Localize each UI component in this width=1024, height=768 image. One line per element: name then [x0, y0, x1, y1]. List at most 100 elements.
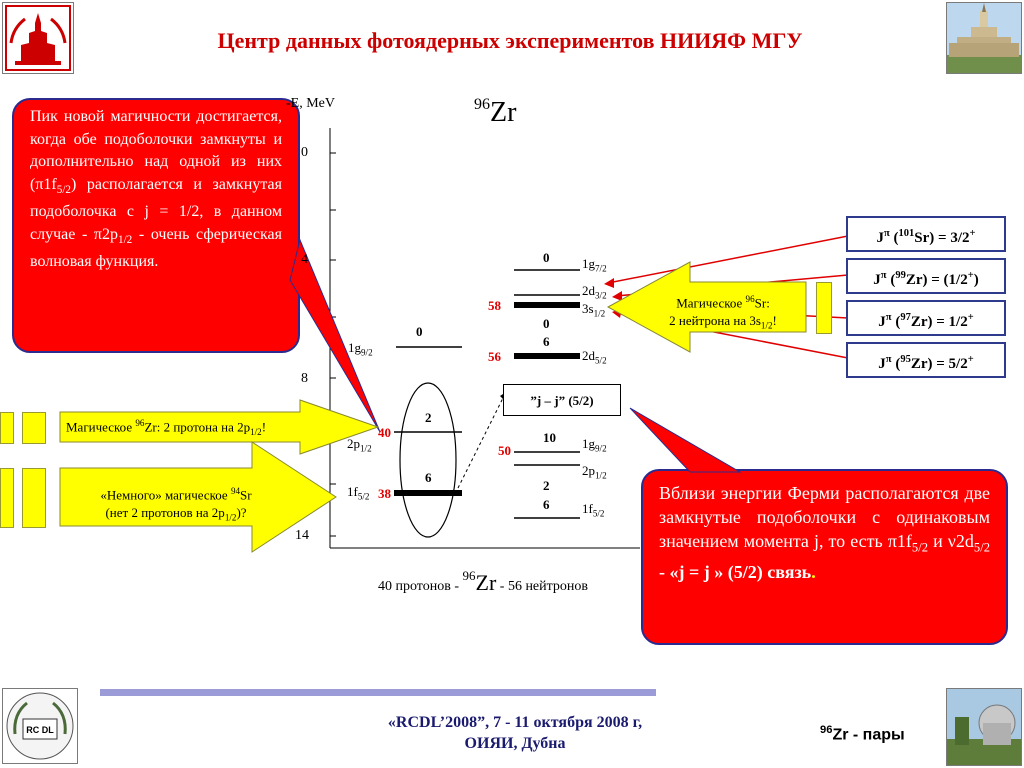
- proton-occupancy: 6: [425, 470, 432, 485]
- spin-text: ) = (1/2: [922, 272, 968, 288]
- right-note-text: Вблизи энергии Ферми располагаются две з…: [659, 483, 990, 551]
- right-note-text: .: [811, 561, 816, 582]
- neutron-level-label: 2d5/2: [582, 348, 607, 366]
- tick-label: 0: [301, 145, 308, 160]
- proton-level-label: 2p1/2: [347, 436, 372, 454]
- neutron-level-label: 2d3/2: [582, 283, 607, 301]
- left-note-text: 2p: [101, 225, 118, 243]
- proton-level-label: 1g9/2: [348, 340, 373, 358]
- arrow-text: !: [772, 313, 777, 329]
- right-note-text: 1f: [896, 531, 912, 551]
- proton-level-label: 1f5/2: [347, 484, 369, 502]
- level-sub: 9/2: [361, 347, 373, 358]
- spin-sup: +: [969, 228, 976, 239]
- nucleus-symbol: Zr: [490, 97, 517, 128]
- level-sub: 1/2: [595, 470, 607, 481]
- sr-arrow-shape: [606, 261, 807, 353]
- nucleus-symbol: Zr: [475, 570, 497, 595]
- tick-label: 8: [301, 371, 308, 386]
- proton-occupancy: 2: [425, 410, 432, 425]
- yellow-stripe: [816, 282, 832, 334]
- spin-text: (: [891, 314, 901, 330]
- spin-text: Zr: [910, 314, 928, 330]
- neutron-occupancy: 0: [543, 250, 550, 265]
- slide-tag-sup: 96: [820, 724, 833, 736]
- slide-tag: 96Zr - пары: [820, 724, 905, 744]
- spin-box-99zr: Jπ (99Zr) = (1/2+): [846, 258, 1006, 294]
- right-note-text: и: [928, 531, 948, 551]
- arrow-text: Магическое: [66, 419, 136, 435]
- msu-building-photo: [946, 2, 1022, 74]
- spin-sup: 101: [898, 228, 915, 239]
- spin-text: ): [973, 272, 979, 288]
- level-name: 1g: [582, 256, 595, 271]
- right-explanation-box: Вблизи энергии Ферми располагаются две з…: [641, 469, 1008, 645]
- spin-text: (: [891, 356, 901, 372]
- msu-logo: [2, 2, 74, 74]
- arrow-text: )?: [236, 505, 247, 521]
- pi-symbol: π: [35, 175, 44, 193]
- right-note-text: 2d: [955, 531, 974, 551]
- left-note-text: 1f: [43, 175, 57, 193]
- level-sub: 3/2: [595, 290, 607, 301]
- x-axis-label: 40 протонов - 96Zr - 56 нейтронов: [378, 568, 588, 596]
- rcdl-logo: RC DL: [2, 688, 78, 764]
- arrow-text: Sr:: [754, 295, 770, 311]
- zr-arrow-shape: [59, 399, 380, 455]
- level-sub: 7/2: [595, 263, 607, 274]
- spin-text: (: [889, 230, 899, 246]
- slide-tag-text: Zr - пары: [832, 726, 905, 744]
- spin-text: Sr: [914, 230, 930, 246]
- spin-box-97zr: Jπ (97Zr) = 1/2+: [846, 300, 1006, 336]
- spin-text: J: [878, 356, 886, 372]
- arrow-text: !: [261, 419, 267, 435]
- spin-text: ) = 5/2: [927, 356, 968, 372]
- level-name: 1g: [582, 436, 595, 451]
- y-axis-label: -E, MeV: [286, 96, 335, 111]
- spin-sup: π: [885, 312, 892, 323]
- arrow-text: Магическое: [676, 295, 746, 311]
- magic-number: 50: [498, 443, 511, 458]
- x-label-right: - 56 нейтронов: [496, 579, 589, 594]
- level-name: 2d: [582, 348, 595, 363]
- jinr-building-photo: [946, 688, 1022, 766]
- spin-sup: +: [967, 270, 974, 281]
- pi-symbol: π: [887, 531, 897, 551]
- level-sub: 1/2: [360, 443, 372, 454]
- neutron-occupancy: 2: [543, 478, 550, 493]
- right-note-sub: 5/2: [911, 540, 928, 555]
- nucleus-mass: 96: [474, 96, 490, 113]
- yellow-stripe: [22, 468, 46, 528]
- level-sub: 5/2: [592, 508, 605, 519]
- arrow-sup: 94: [230, 486, 241, 496]
- magic-number: 38: [378, 486, 391, 501]
- spin-text: J: [873, 272, 881, 288]
- spin-sup: 95: [900, 354, 911, 365]
- neutron-occupancy: 10: [543, 430, 556, 445]
- left-note-text: Пик новой магичности достигается, когда …: [30, 108, 282, 193]
- spin-text: J: [876, 230, 885, 246]
- right-callout-wedge: [629, 407, 742, 473]
- level-name: 2p: [347, 436, 360, 451]
- rcdl-logo-text: RC DL: [26, 725, 54, 735]
- arrow-sup: 96: [745, 294, 755, 304]
- nsr-arrow-shape: [59, 441, 337, 553]
- left-note-sub: 5/2: [56, 183, 72, 196]
- spin-sup: π: [885, 354, 892, 365]
- left-note-text: ) располагается и замкнутая подоболочка …: [30, 175, 282, 243]
- level-sub: 5/2: [595, 355, 607, 366]
- neutron-occupancy: 6: [543, 334, 550, 349]
- arrow-text: «Немного» магическое: [100, 487, 231, 503]
- arrow-sub: 1/2: [250, 426, 262, 437]
- spin-text: Zr: [910, 356, 928, 372]
- nu-symbol: ν: [947, 531, 956, 551]
- neutron-level-label: 1g9/2: [582, 436, 607, 454]
- arrow-sup: 96: [135, 418, 145, 428]
- arrow-sub: 1/2: [224, 512, 237, 523]
- spin-text: ) = 1/2: [927, 314, 968, 330]
- page-title: Центр данных фотоядерных экспериментов Н…: [217, 28, 803, 53]
- yellow-stripe: [22, 412, 46, 444]
- yellow-stripe: [0, 412, 14, 444]
- level-sub: 1/2: [593, 308, 606, 319]
